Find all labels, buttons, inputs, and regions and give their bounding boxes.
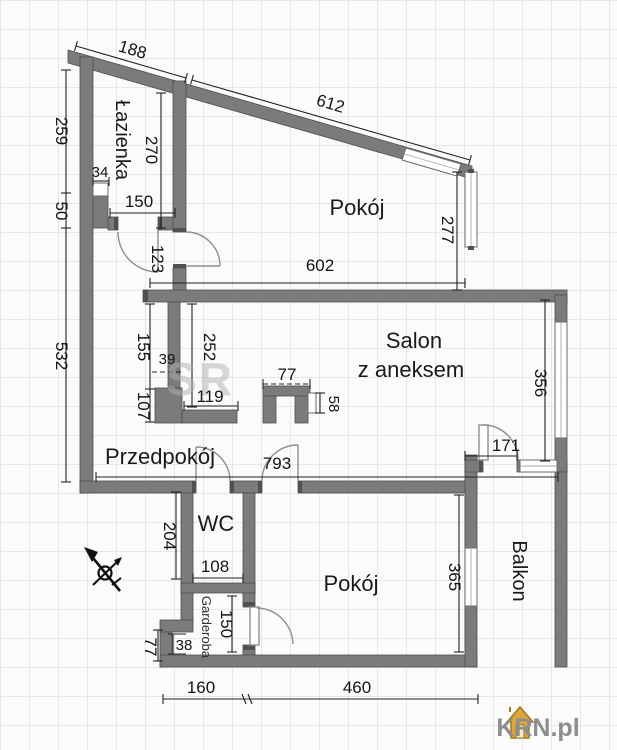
tick — [74, 41, 78, 51]
window-top-slanted-mullion — [403, 153, 460, 171]
door-leaf-wardrobe — [249, 606, 260, 646]
room-label-bottom-room: Pokój — [323, 571, 378, 596]
wall-cap — [258, 481, 262, 493]
tick — [241, 693, 247, 705]
door-arc-top-room — [185, 231, 221, 267]
dim-77-duct: 77 — [278, 365, 297, 384]
wall-main-horizontal — [142, 289, 568, 303]
room-label-salon-1: Salon — [386, 328, 442, 353]
dim-34: 34 — [92, 164, 109, 181]
wall-duct-left — [262, 395, 277, 424]
tick — [190, 74, 194, 85]
door-arc-bathroom — [117, 231, 159, 273]
wall-wardrobe-west — [180, 592, 194, 623]
wall-kitchen-bar — [181, 409, 238, 424]
wall-balcony-east — [554, 471, 568, 668]
dim-460: 460 — [343, 678, 371, 697]
door-arc-wardrobe — [256, 607, 294, 645]
door-arc-bottom-room — [261, 444, 299, 482]
dim-119: 119 — [196, 387, 223, 406]
dim-365: 365 — [445, 563, 464, 591]
watermark: SR — [166, 353, 234, 405]
room-label-bathroom: Łazienka — [111, 100, 133, 181]
duct-stub — [307, 392, 317, 414]
dim-38: 38 — [176, 637, 193, 654]
dimension-labels: 188 612 259 50 532 34 270 150 123 602 27… — [52, 37, 550, 697]
walls — [67, 49, 568, 668]
wall-cap — [173, 228, 186, 232]
dim-50: 50 — [52, 202, 71, 221]
dim-252: 252 — [200, 333, 219, 361]
room-label-wardrobe: Garderoba — [199, 596, 214, 659]
wall-duct-top — [262, 385, 311, 397]
dim-259: 259 — [52, 117, 71, 145]
room-label-salon-2: z aneksem — [358, 357, 464, 382]
dim-123: 123 — [148, 245, 167, 273]
tick — [468, 155, 472, 165]
wall-wc-south — [180, 582, 256, 594]
door-arc-wc — [195, 446, 231, 482]
dim-150-bath: 150 — [125, 192, 153, 211]
dim-155: 155 — [134, 333, 153, 361]
room-label-top-room: Pokój — [329, 195, 384, 220]
wall-cap — [143, 290, 148, 302]
wall-left — [79, 56, 94, 494]
window-dot — [468, 169, 474, 173]
wall-cap — [479, 460, 483, 472]
dimline-188 — [75, 45, 187, 79]
dim-277: 277 — [438, 216, 457, 244]
door-leaf-balcony — [478, 424, 489, 461]
dim-108: 108 — [201, 557, 229, 576]
wall-cap — [114, 217, 118, 230]
wall-hall-south-1 — [79, 480, 197, 494]
tick — [247, 693, 253, 705]
dim-602: 602 — [306, 256, 334, 275]
doors — [117, 230, 519, 646]
dim-171: 171 — [492, 436, 520, 455]
dim-58: 58 — [325, 396, 342, 413]
wall-wc-west — [180, 492, 194, 593]
wall-cap — [173, 264, 186, 268]
room-labels: Łazienka Pokój Salon z aneksem Przedpokó… — [105, 100, 530, 659]
dim-612: 612 — [314, 91, 347, 117]
dim-107: 107 — [134, 392, 153, 420]
wall-hall-south-3 — [297, 480, 478, 494]
wall-step — [159, 619, 194, 633]
dim-160: 160 — [187, 678, 215, 697]
room-label-hall: Przedpokój — [105, 444, 215, 469]
window-dot — [468, 246, 474, 250]
dim-77-niche: 77 — [141, 638, 160, 657]
windows — [401, 147, 568, 607]
dim-39: 39 — [159, 351, 176, 368]
wall-cap — [298, 481, 302, 493]
dimension-lines — [61, 41, 559, 705]
wall-hall-south-2 — [229, 480, 263, 494]
wall-cap — [158, 217, 162, 230]
wall-bath-pillar — [92, 195, 109, 229]
wall-cap — [243, 602, 255, 607]
dim-270: 270 — [142, 136, 161, 164]
krn-logo: KRN.pl — [496, 705, 580, 742]
wall-cap — [243, 645, 255, 650]
dim-793: 793 — [263, 454, 291, 473]
wall-column-base — [154, 387, 183, 424]
room-label-balcony: Balkon — [508, 540, 530, 601]
dim-532: 532 — [52, 342, 71, 370]
wall-duct-right — [294, 395, 309, 424]
house-icon — [505, 705, 535, 739]
wall-cap — [230, 481, 234, 493]
dim-356: 356 — [531, 369, 550, 397]
tick — [184, 73, 188, 83]
compass-icon — [84, 547, 122, 592]
bath-shaft-box — [92, 182, 109, 197]
room-label-wc: WC — [198, 511, 235, 536]
wall-cap — [192, 481, 196, 493]
dim-150-wardrobe: 150 — [217, 610, 236, 638]
logo-text: KRN.pl — [496, 714, 579, 742]
dim-204: 204 — [160, 522, 179, 550]
dimline-612 — [191, 79, 471, 161]
